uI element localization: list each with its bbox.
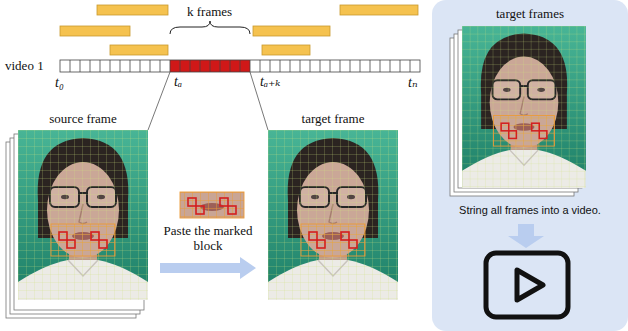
- time-mark: tₐ₊ₖ: [260, 74, 280, 89]
- time-mark: tₐ: [174, 74, 182, 89]
- node-title: target frames: [496, 6, 564, 21]
- marked-block: [180, 192, 244, 218]
- target-frames-image: [462, 26, 586, 188]
- time-mark: t₀: [55, 75, 64, 90]
- video-icon: [486, 253, 568, 317]
- down-arrow: [508, 224, 544, 248]
- timeline-cells: [70, 60, 410, 72]
- timeline: [60, 60, 420, 72]
- node-title: source frame: [49, 111, 117, 126]
- video-name: video 1: [5, 58, 44, 73]
- time-mark: tₙ: [408, 75, 418, 90]
- video-panel: String all frames into a video. target fr…: [432, 0, 628, 331]
- source-frame: source frame: [8, 111, 158, 321]
- target-frame: target frame: [258, 111, 408, 321]
- source-frame-image: [18, 130, 148, 300]
- panel: [432, 0, 628, 331]
- target-frames: target frames: [440, 6, 620, 196]
- node-title: target frame: [302, 111, 365, 126]
- brace: [170, 21, 250, 34]
- edge-label: Paste the marked block: [161, 223, 255, 253]
- paste-arrow: [160, 257, 256, 279]
- frame-count: k frames: [187, 4, 232, 19]
- frame-bars: [60, 5, 418, 55]
- target-frame-image: [268, 130, 398, 300]
- leader-line: [148, 72, 170, 130]
- node-title: String all frames into a video.: [459, 203, 601, 218]
